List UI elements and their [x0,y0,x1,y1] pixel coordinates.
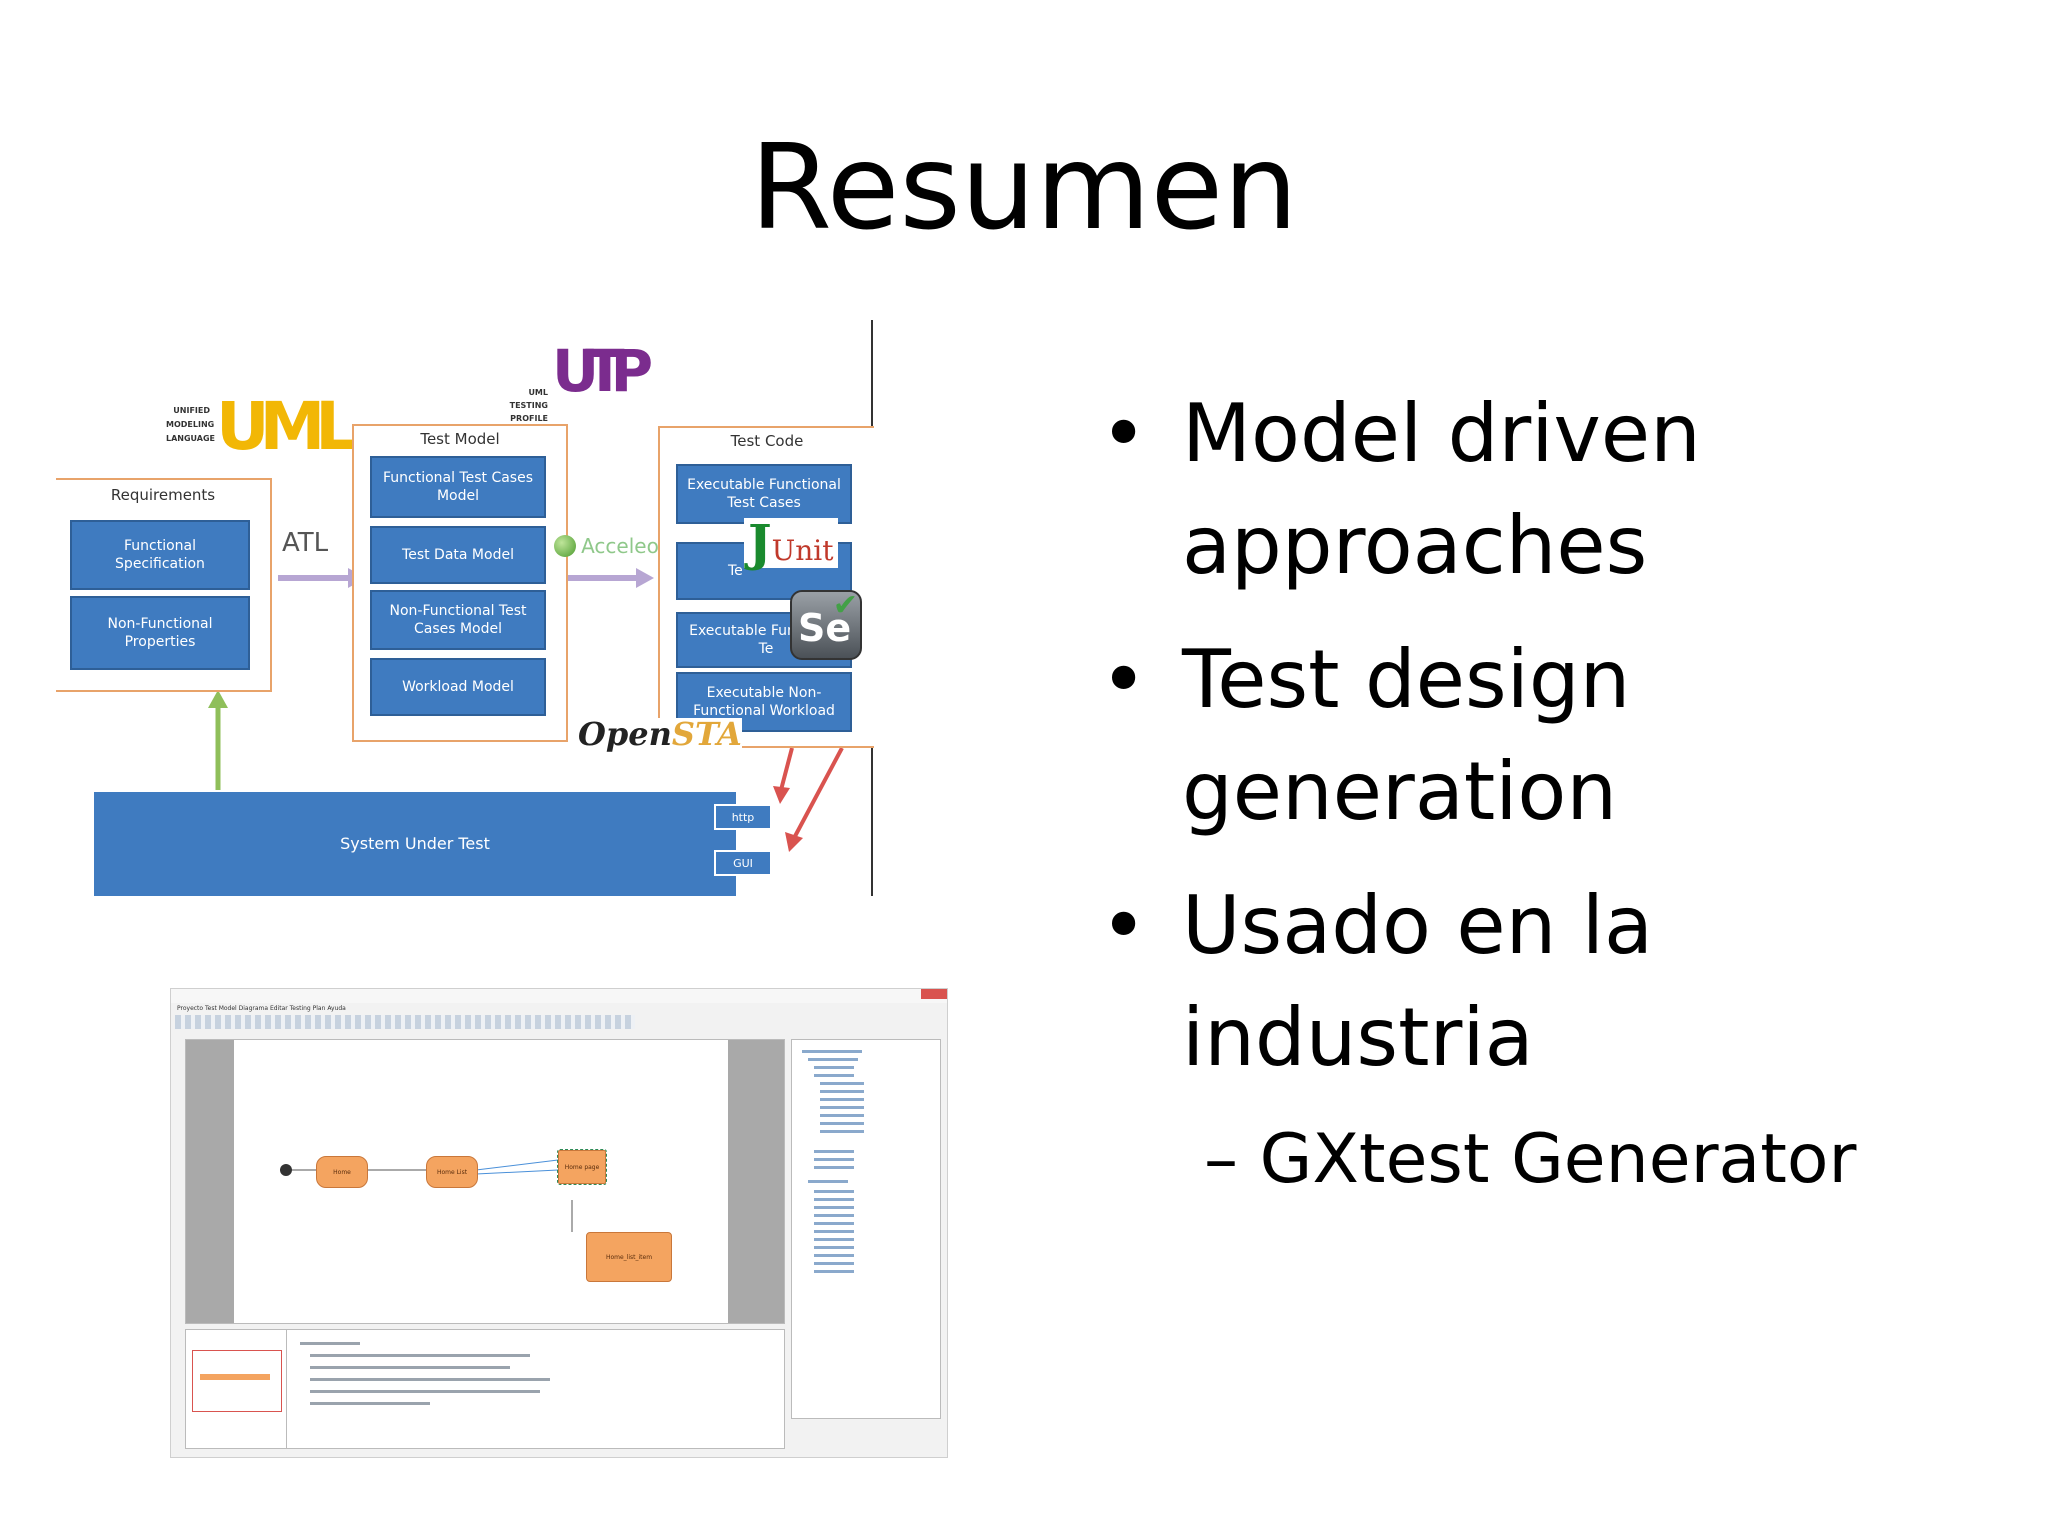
bullet-item: • Model driven approaches [1100,378,2000,602]
check-icon: ✔ [832,588,858,623]
screenshot-flow-lines [280,1159,573,1232]
bullet-list: • Model driven approaches • Test design … [1100,378,2000,1232]
model-driven-testing-diagram: UNIFIED MODELING LANGUAGE UML TM UML TES… [56,320,876,896]
sub-bullet-dash: – [1204,1120,1238,1199]
minimap-panel [186,1330,287,1448]
bullet-item: • Usado en la industria [1100,870,2000,1094]
test-model-panel: Test Model Functional Test Cases Model T… [352,424,568,742]
slide-title: Resumen [750,118,1298,256]
workload-model-box: Workload Model [370,658,546,716]
utp-logo-line2: TESTING [509,401,548,410]
sub-bullet-text: GXtest Generator [1259,1120,1857,1199]
junit-logo: JUnit [744,518,838,568]
executable-non-functional-workload-box: Executable Non-Functional Workload [676,672,852,732]
selenium-logo-text: Se [798,606,852,650]
flow-node: Home List [426,1156,478,1188]
non-functional-test-cases-model-box: Non-Functional Test Cases Model [370,590,546,650]
gui-port: GUI [714,850,772,876]
junit-logo-unit: Unit [771,534,834,567]
acceleo-arrow-head [636,568,654,588]
screenshot-toolbar [175,1015,635,1029]
junit-logo-j: J [748,513,772,572]
flow-node: Home [316,1156,368,1188]
test-code-panel: Test Code Executable Functional Test Cas… [658,426,874,748]
test-data-model-box: Test Data Model [370,526,546,584]
uml-logo-letters: UML [216,388,357,465]
selenium-logo: Se ✔ [790,588,862,660]
screenshot-menu: Proyecto Test Model Diagrama Editar Test… [177,1005,346,1012]
non-functional-properties-box: Non-Functional Properties [70,596,250,670]
bullet-dot-icon: • [1100,633,1148,726]
bullet-text: Test design generation [1182,633,1631,838]
tree-lines [802,1050,864,1273]
canvas-left-margin [186,1040,234,1323]
uml-logo-line1: UNIFIED [173,406,210,415]
flow-node-selected: Home page [557,1149,607,1185]
bullet-item: • Test design generation [1100,624,2000,848]
opensta-logo-sta: STA [671,715,742,753]
opensta-logo: OpenSTA [578,718,742,750]
utp-logo-letters: UTP [552,337,653,405]
executable-functional-test-cases-box: Executable Functional Test Cases [676,464,852,524]
system-under-test-box: System Under Test [94,792,736,896]
bullet-text: Usado en la industria [1182,879,1654,1084]
http-arrow-head [773,786,790,804]
test-model-title: Test Model [420,430,500,448]
requirements-title: Requirements [110,486,216,504]
screenshot-titlebar [171,989,947,1003]
acceleo-logo: Acceleo [554,534,659,558]
uml-logo-line3: LANGUAGE [166,434,216,443]
atl-label: ATL [282,528,329,558]
console-lines [300,1342,550,1405]
gui-arrow [791,747,844,841]
uml-logo-line2: MODELING [166,420,215,429]
gui-arrow-head [785,832,803,852]
screenshot-diagram-canvas: Home Home List Home page Home_list_item [185,1039,785,1324]
sub-bullet-item: – GXtest Generator [1100,1110,2000,1210]
feedback-arrow-head [208,690,228,708]
screenshot-close-icon [921,989,947,999]
gxtest-generator-screenshot: Proyecto Test Model Diagrama Editar Test… [170,988,948,1458]
acceleo-icon [554,535,576,557]
flow-node: Home_list_item [586,1232,672,1282]
utp-logo-line3: PROFILE [510,414,548,423]
test-code-title: Test Code [730,432,804,450]
uml-logo: UNIFIED MODELING LANGUAGE UML TM [166,390,408,480]
bullet-dot-icon: • [1100,387,1148,480]
http-arrow [779,747,794,791]
opensta-logo-open: Open [578,715,672,753]
acceleo-label: Acceleo [581,534,659,558]
utp-logo: UML TESTING PROFILE UTP [504,337,654,432]
functional-test-cases-model-box: Functional Test Cases Model [370,456,546,518]
start-node [280,1164,292,1176]
bullet-text: Model driven approaches [1182,387,1701,592]
http-port: http [714,804,772,830]
screenshot-bottom-panels [185,1329,785,1449]
screenshot-project-tree [791,1039,941,1419]
functional-specification-box: Functional Specification [70,520,250,590]
bullet-dot-icon: • [1100,879,1148,972]
canvas-right-margin [728,1040,784,1323]
requirements-panel: Requirements Functional Specification No… [56,478,272,692]
utp-logo-line1: UML [528,388,548,397]
